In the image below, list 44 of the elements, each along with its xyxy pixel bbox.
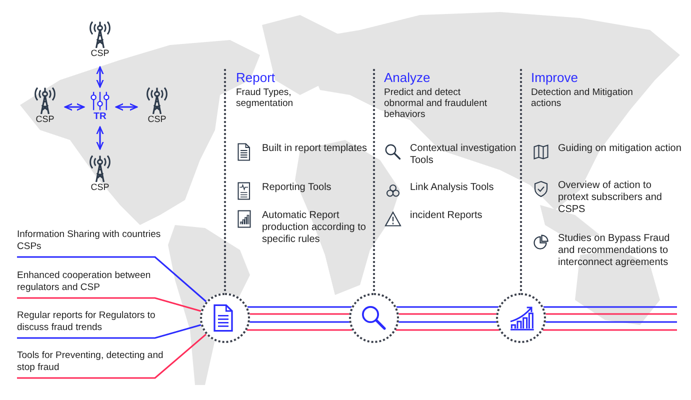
leader-line bbox=[17, 324, 202, 339]
leader-line bbox=[250, 313, 350, 315]
leader-line bbox=[250, 321, 350, 323]
leader-line bbox=[396, 329, 500, 331]
leader-line bbox=[247, 306, 352, 308]
double-arrow bbox=[64, 103, 85, 111]
leader-line bbox=[398, 313, 496, 315]
section-subtitle: Predict and detect obnormal and fraudulent behaviors bbox=[384, 87, 488, 120]
leader-line bbox=[17, 297, 202, 312]
benefit-text: Regular reports for Regulators to discuss fraud trends bbox=[17, 310, 156, 334]
feature-text: Link Analysis Tools bbox=[410, 182, 495, 194]
feature-text: Overview of action to protext subscribers and CSPS bbox=[558, 180, 663, 216]
benefit-text: Enhanced cooperation between regulators and CSP bbox=[17, 270, 152, 294]
connector-line bbox=[543, 306, 677, 308]
feature-text: Studies on Bypass Fraud and recommendations to interconnect agreements bbox=[558, 233, 671, 269]
section-heading: Report bbox=[236, 70, 276, 85]
connector-line bbox=[542, 329, 677, 331]
feature-text: Contextual investigation Tools bbox=[410, 143, 518, 167]
double-arrow bbox=[96, 66, 104, 88]
hub-label: TR bbox=[94, 112, 106, 122]
double-arrow bbox=[115, 103, 138, 111]
node-label: CSP bbox=[36, 114, 54, 124]
connector-line bbox=[546, 313, 677, 315]
node-label: CSP bbox=[90, 48, 110, 58]
section-subtitle: Fraud Types, segmentation bbox=[236, 87, 294, 109]
leader-line bbox=[398, 321, 496, 323]
benefit-text: Tools for Preventing, detecting and stop fraud bbox=[17, 350, 164, 374]
feature-text: incident Reports bbox=[410, 210, 484, 222]
node-label: CSP bbox=[148, 114, 166, 124]
feature-text: Reporting Tools bbox=[262, 182, 332, 194]
leader-line bbox=[246, 329, 352, 331]
leader-line bbox=[17, 256, 207, 302]
section-heading: Analyze bbox=[384, 70, 432, 85]
section-heading: Improve bbox=[531, 70, 579, 85]
double-arrow bbox=[96, 126, 104, 150]
leader-line bbox=[17, 334, 207, 379]
feature-text: Guiding on mitigation action bbox=[558, 143, 682, 155]
node-label: CSP bbox=[90, 182, 110, 192]
connector-line bbox=[546, 321, 677, 323]
leader-line bbox=[396, 306, 499, 308]
section-subtitle: Detection and Mitigation actions bbox=[531, 87, 634, 109]
benefit-text: Information Sharing with countries CSPs bbox=[17, 229, 162, 253]
feature-text: Built in report templates bbox=[262, 143, 368, 155]
feature-text: Automatic Report production according to specific rules bbox=[262, 210, 367, 246]
